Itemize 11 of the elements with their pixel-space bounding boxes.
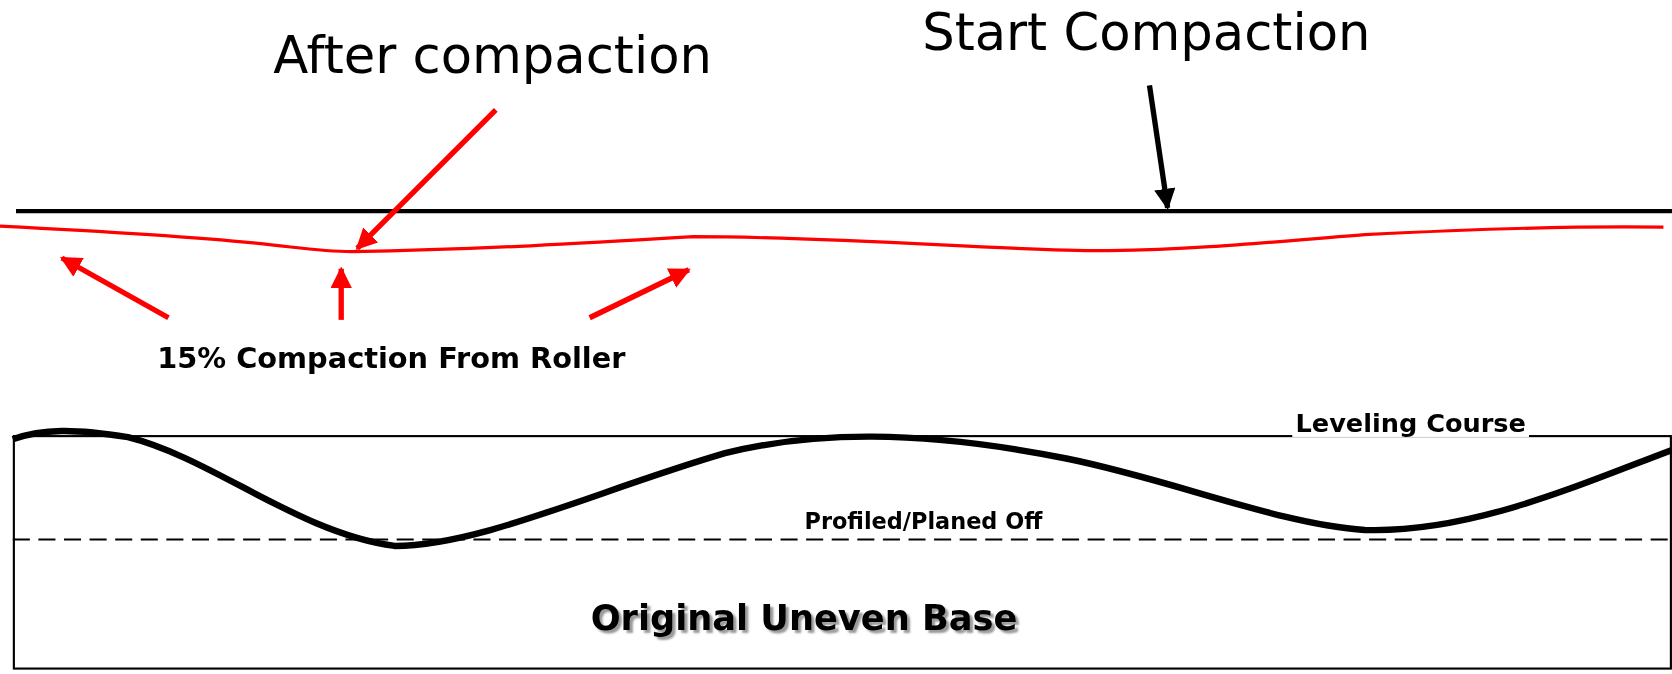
callout-label: After compaction	[273, 27, 712, 84]
start-surface-line	[16, 209, 1672, 214]
callout-label: 15% Compaction From Roller	[157, 342, 626, 375]
arrow	[60, 255, 170, 321]
arrow	[330, 266, 352, 320]
arrow	[588, 267, 691, 321]
arrow	[1146, 84, 1176, 211]
callout-label: Start Compaction	[922, 3, 1371, 61]
compacted-surface-line	[0, 224, 1664, 254]
section-label: Original Uneven Base	[590, 599, 1018, 638]
arrow	[355, 107, 498, 251]
